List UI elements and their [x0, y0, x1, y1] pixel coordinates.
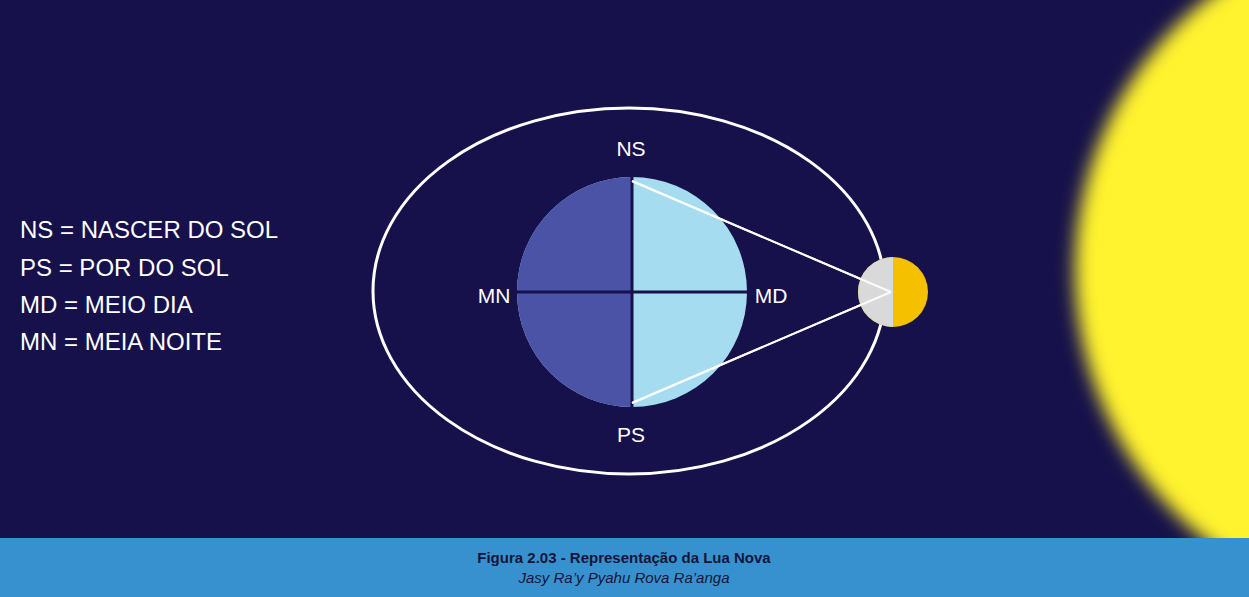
legend-abbreviation: NS = NASCER DO SOL [20, 216, 278, 244]
direction-label: NS [616, 137, 645, 161]
legend-abbreviation: MN = MEIA NOITE [20, 328, 222, 356]
figure-caption: Figura 2.03 - Representação da Lua Nova [477, 549, 770, 566]
direction-label: MN [478, 284, 511, 308]
earth-equator-line [517, 291, 747, 294]
moon-lit-side [858, 257, 928, 327]
direction-label: MD [755, 284, 788, 308]
sight-line [632, 181, 891, 292]
legend-abbreviation: MD = MEIO DIA [20, 291, 193, 319]
moon-orbit [373, 108, 885, 474]
sight-line [632, 292, 891, 403]
earth-night-side [517, 177, 632, 407]
caption-band [0, 538, 1249, 597]
earth-day-side [517, 177, 747, 407]
sight-line [632, 181, 891, 292]
legend-abbreviation: PS = POR DO SOL [20, 254, 229, 282]
direction-label: PS [617, 423, 645, 447]
sight-line [632, 292, 891, 403]
caption-translation: Jasy Ra’y Pyahu Rova Ra’anga [519, 569, 730, 586]
sun [1075, 0, 1249, 597]
moon-dark-side [858, 257, 893, 327]
